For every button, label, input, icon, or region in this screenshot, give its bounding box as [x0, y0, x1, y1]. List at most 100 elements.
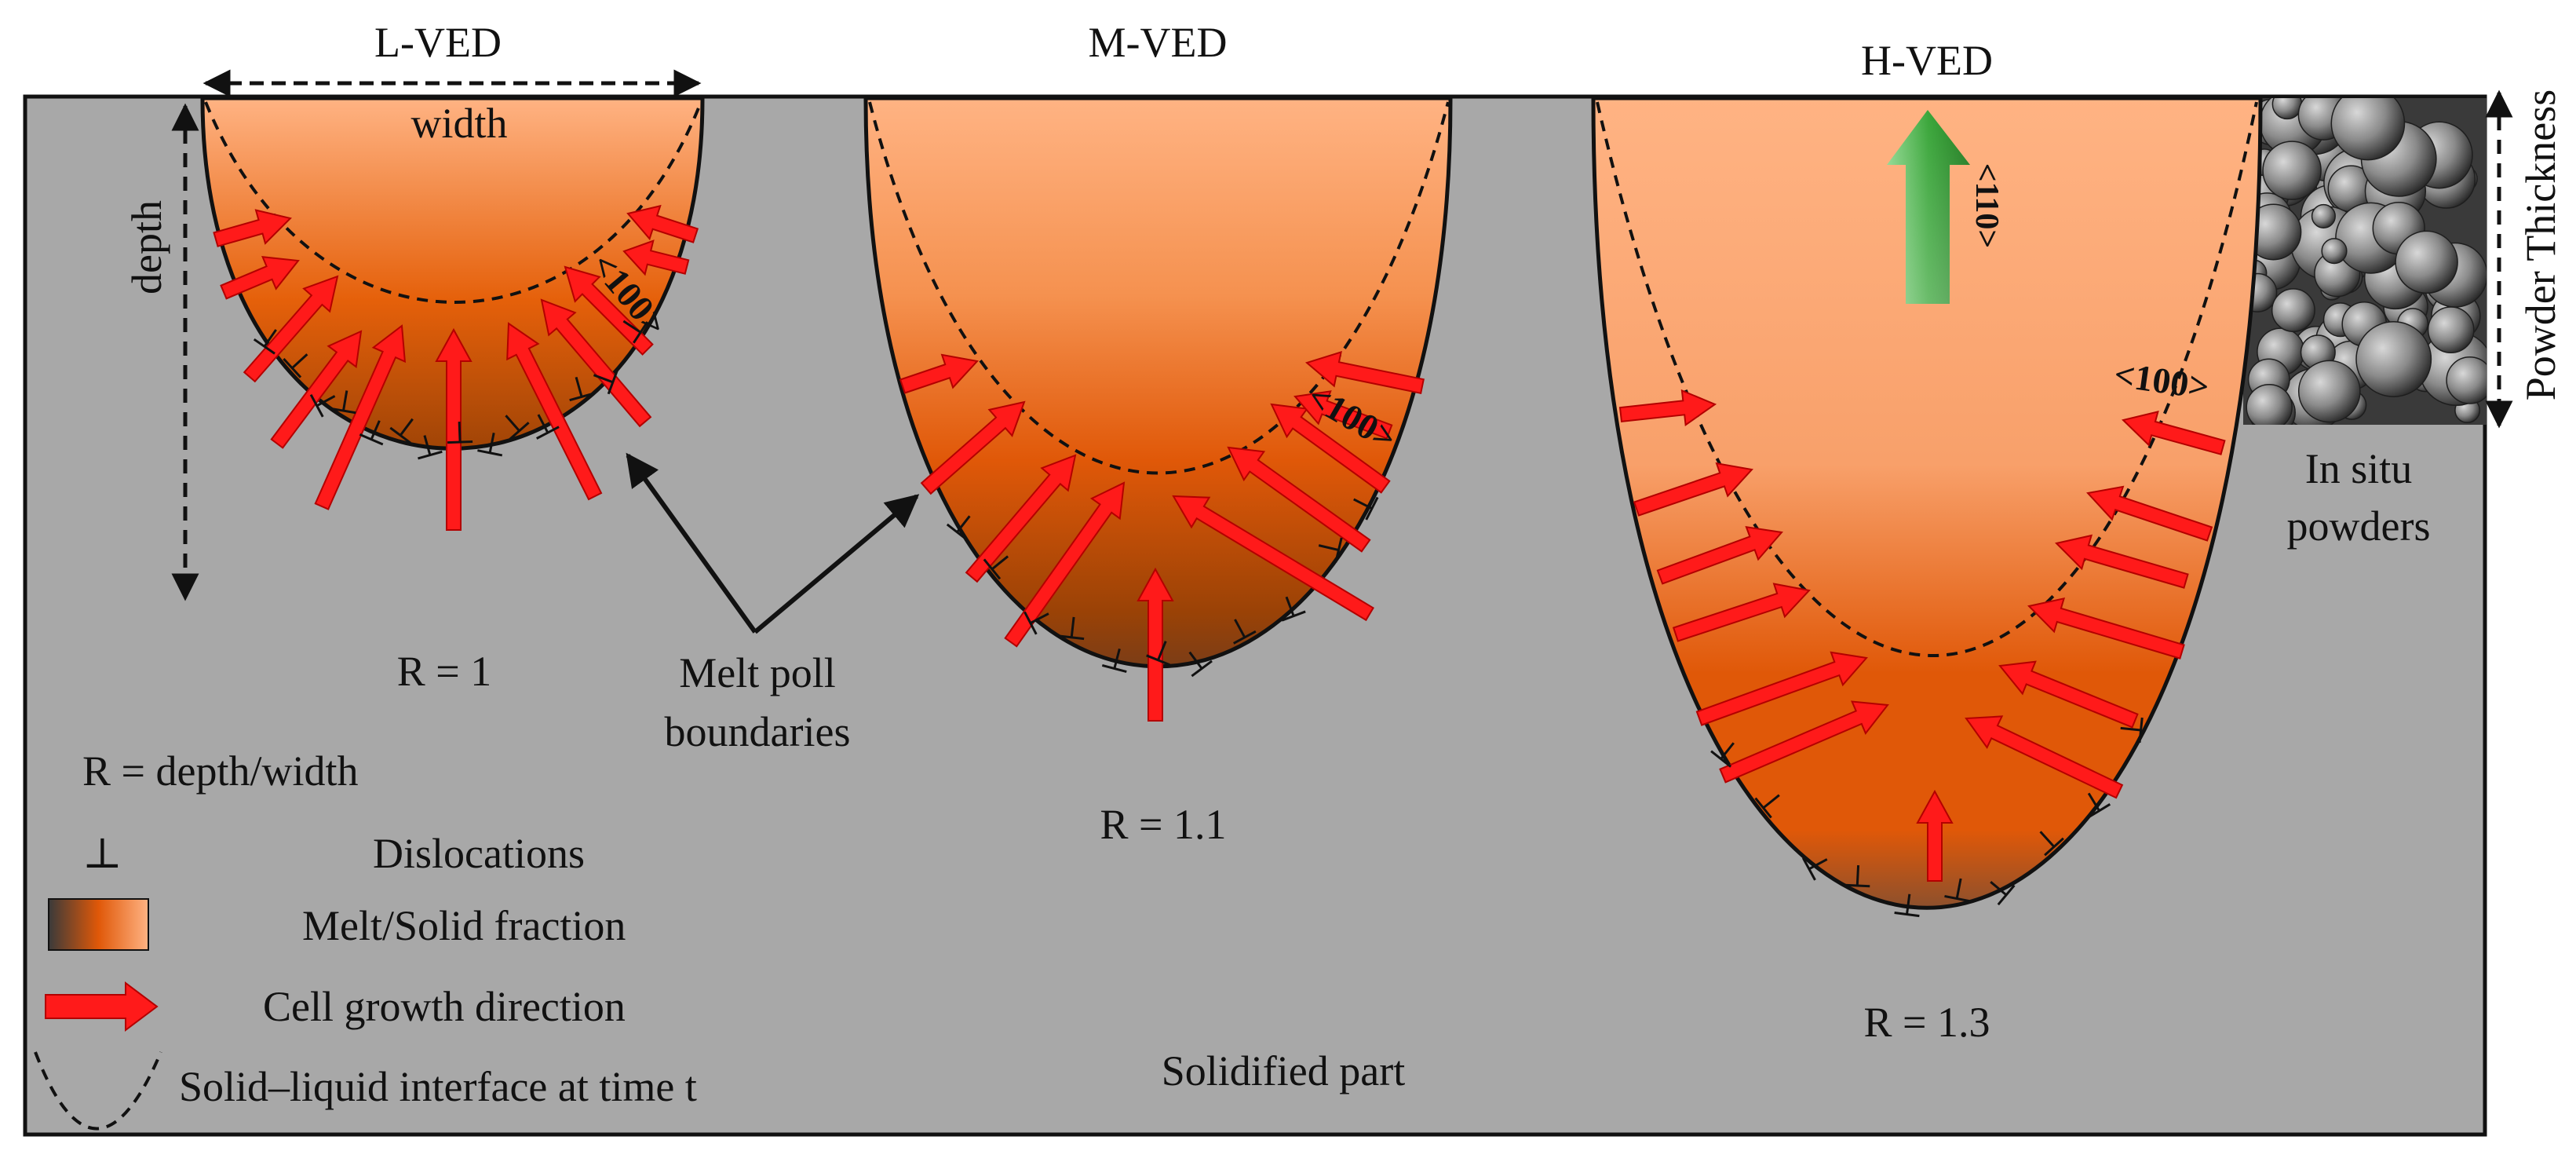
label-dir-110: <110>: [1968, 163, 2005, 249]
label-width: width: [410, 100, 507, 147]
interface-low: [204, 101, 702, 304]
in-situ-powder-image: [2243, 98, 2487, 425]
powder-particle: [2321, 238, 2348, 265]
dislocation-mark: [309, 394, 336, 418]
legend-red-arrow-icon: [45, 981, 159, 1032]
dislocation-mark: [536, 414, 560, 440]
cell-growth-arrow: [2086, 485, 2213, 542]
dislocation-mark: [1188, 651, 1213, 678]
powder-particle: [2330, 98, 2406, 161]
label-in-situ: In situ: [2305, 445, 2413, 492]
dislocation-mark: [283, 353, 308, 378]
cell-growth-arrow: [1172, 495, 1374, 622]
cell-growth-arrow: [1270, 403, 1391, 494]
legend-gradient-swatch: [48, 898, 149, 951]
legend-melt-solid: Melt/Solid fraction: [302, 902, 626, 949]
dislocation-mark: [1754, 794, 1780, 819]
cell-growth-arrow: [1137, 567, 1174, 722]
powder-particle: [2297, 360, 2361, 423]
cell-growth-arrow: [540, 298, 652, 428]
dislocation-mark: [2120, 717, 2144, 744]
dislocation-mark: [477, 433, 503, 457]
powder-particle: [2271, 98, 2303, 120]
powder-particle: [2271, 288, 2315, 333]
cell-growth-arrow: [2121, 411, 2226, 455]
green-110-arrow: [1887, 110, 1970, 304]
legend-dislocation-icon: ⊥: [82, 830, 122, 877]
legend-ratio: R = depth/width: [82, 747, 358, 795]
dislocation-mark: [505, 415, 530, 440]
powder-particle: [2262, 141, 2322, 200]
label-melt-pool: Melt poll: [679, 649, 836, 696]
interface-high: [1596, 101, 2258, 657]
cell-growth-arrow: [1916, 789, 1954, 882]
dislocation-mark: [1318, 537, 1343, 563]
dislocation-mark: [1353, 496, 1379, 521]
label-depth: depth: [123, 200, 170, 294]
label-l-ved: L-VED: [374, 19, 502, 66]
label-r-high: R = 1.3: [1864, 999, 1990, 1046]
melt-pool-pointer-mid: [753, 494, 920, 634]
dislocation-mark: [447, 422, 473, 444]
melt-pool-pointer-low: [626, 452, 757, 634]
dislocation-mark: [389, 418, 414, 444]
cell-growth-arrow: [1293, 390, 1393, 440]
dislocation-mark: [1023, 611, 1049, 635]
interface-mid: [868, 101, 1450, 475]
cell-growth-arrow: [1695, 651, 1868, 726]
label-powders: powders: [2287, 502, 2431, 550]
powder-particle: [2427, 306, 2475, 353]
label-solidified-part: Solidified part: [1162, 1047, 1405, 1094]
powder-particle: [2446, 356, 2487, 404]
cell-growth-arrow: [622, 239, 690, 276]
cell-growth-arrow: [506, 322, 603, 501]
legend-interface-icon: [34, 1051, 162, 1131]
label-powder-thickness: Powder Thickness: [2517, 90, 2564, 400]
dislocation-mark: [622, 320, 649, 344]
dislocation-mark: [569, 376, 594, 402]
cell-growth-arrow: [2027, 597, 2185, 660]
dislocation-mark: [1944, 878, 1970, 903]
dislocation-marks: [253, 320, 2144, 918]
dislocation-mark: [1281, 596, 1306, 622]
powder-particle: [2246, 383, 2293, 425]
dislocation-mark: [253, 329, 277, 355]
cell-growth-arrow: [1227, 446, 1371, 553]
cell-growth-arrow: [1719, 700, 1889, 784]
cell-growth-arrow: [1656, 525, 1783, 585]
cell-growth-arrows: [213, 204, 2226, 882]
dislocation-mark: [1844, 864, 1870, 888]
label-r-mid: R = 1.1: [1100, 801, 1227, 848]
dislocation-mark: [1894, 893, 1920, 918]
dislocation-mark: [330, 390, 356, 415]
cell-growth-arrow: [564, 265, 654, 356]
cell-growth-arrow: [435, 327, 473, 531]
dislocation-mark: [1059, 616, 1085, 641]
dislocation-mark: [1101, 648, 1127, 674]
powder-particle: [2355, 321, 2432, 397]
label-h-ved: H-VED: [1861, 37, 1993, 84]
cell-growth-arrow: [899, 353, 979, 394]
powder-particle: [2395, 230, 2458, 294]
cell-growth-arrow: [243, 275, 339, 383]
label-boundaries: boundaries: [665, 708, 851, 755]
cell-growth-arrow: [920, 400, 1026, 495]
cell-growth-arrow: [1998, 660, 2139, 729]
dislocation-mark: [2039, 831, 2064, 857]
cell-growth-arrow: [1965, 715, 2124, 799]
legend: R = depth/width ⊥ Dislocations Melt/Soli…: [34, 747, 697, 1131]
dislocation-mark: [359, 420, 384, 446]
dislocation-mark: [2087, 792, 2111, 819]
dislocation-mark: [1990, 881, 2016, 906]
dislocation-mark: [1233, 619, 1257, 645]
legend-dislocations: Dislocations: [373, 830, 585, 877]
cell-growth-arrow: [965, 454, 1077, 583]
dislocation-mark: [1710, 742, 1735, 768]
dislocation-mark: [1801, 857, 1828, 881]
cell-growth-arrow: [213, 209, 292, 247]
cell-growth-arrow: [626, 204, 699, 243]
cell-growth-arrow: [1004, 481, 1126, 648]
cell-growth-arrow: [1304, 350, 1425, 394]
legend-cell-growth: Cell growth direction: [263, 983, 626, 1030]
